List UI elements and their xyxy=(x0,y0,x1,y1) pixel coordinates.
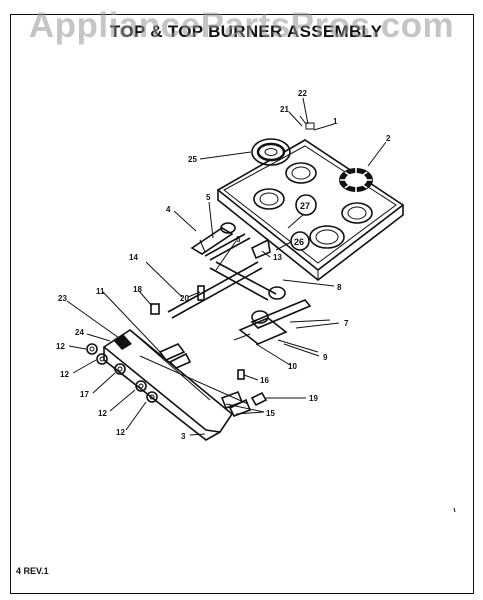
callout-22: 22 xyxy=(298,89,307,98)
screw-and-fitting xyxy=(237,369,268,407)
callout-20: 20 xyxy=(180,294,189,303)
callout-12-b: 12 xyxy=(60,370,69,379)
callout-12-c: 12 xyxy=(98,409,107,418)
callout-3: 3 xyxy=(181,432,186,441)
callout-circle-26 xyxy=(290,231,310,251)
callout-6: 6 xyxy=(236,235,241,244)
watermark-text: AppliancePartsPros.com xyxy=(28,6,455,45)
callout-5: 5 xyxy=(206,193,211,202)
callout-11: 11 xyxy=(96,287,105,296)
burner-cap xyxy=(339,168,373,192)
callout-4: 4 xyxy=(166,205,171,214)
callout-12-a: 12 xyxy=(56,342,65,351)
callout-21: 21 xyxy=(280,105,289,114)
diagram-frame xyxy=(10,14,474,594)
callout-19: 19 xyxy=(309,394,318,403)
diagram-title: TOP & TOP BURNER ASSEMBLY xyxy=(110,22,383,41)
callout-26: 26 xyxy=(294,237,304,247)
callout-circle-27 xyxy=(295,194,317,216)
callout-17: 17 xyxy=(80,390,89,399)
callout-14: 14 xyxy=(129,253,138,262)
callout-9: 9 xyxy=(323,353,328,362)
callout-10: 10 xyxy=(288,362,297,371)
control-knobs xyxy=(86,343,158,403)
callout-23: 23 xyxy=(58,294,67,303)
callout-7: 7 xyxy=(344,319,349,328)
callout-numbers: 22 21 1 2 25 4 5 27 6 26 13 14 8 18 11 2… xyxy=(56,89,391,441)
manifold-control-panel xyxy=(102,329,252,441)
revision-label: 4 REV.1 xyxy=(16,566,49,576)
callout-2: 2 xyxy=(386,134,391,143)
callout-8: 8 xyxy=(337,283,342,292)
burner-tube-assembly xyxy=(150,222,331,353)
callout-24: 24 xyxy=(75,328,84,337)
callout-27: 27 xyxy=(300,201,310,211)
burner-ring xyxy=(251,138,291,166)
callout-12-d: 12 xyxy=(116,428,125,437)
callout-13: 13 xyxy=(273,253,282,262)
callout-1: 1 xyxy=(333,117,338,126)
leader-lines xyxy=(66,97,387,436)
top-clip xyxy=(299,115,315,130)
callout-15: 15 xyxy=(266,409,275,418)
callout-25: 25 xyxy=(188,155,197,164)
callout-18: 18 xyxy=(133,285,142,294)
callout-16: 16 xyxy=(260,376,269,385)
